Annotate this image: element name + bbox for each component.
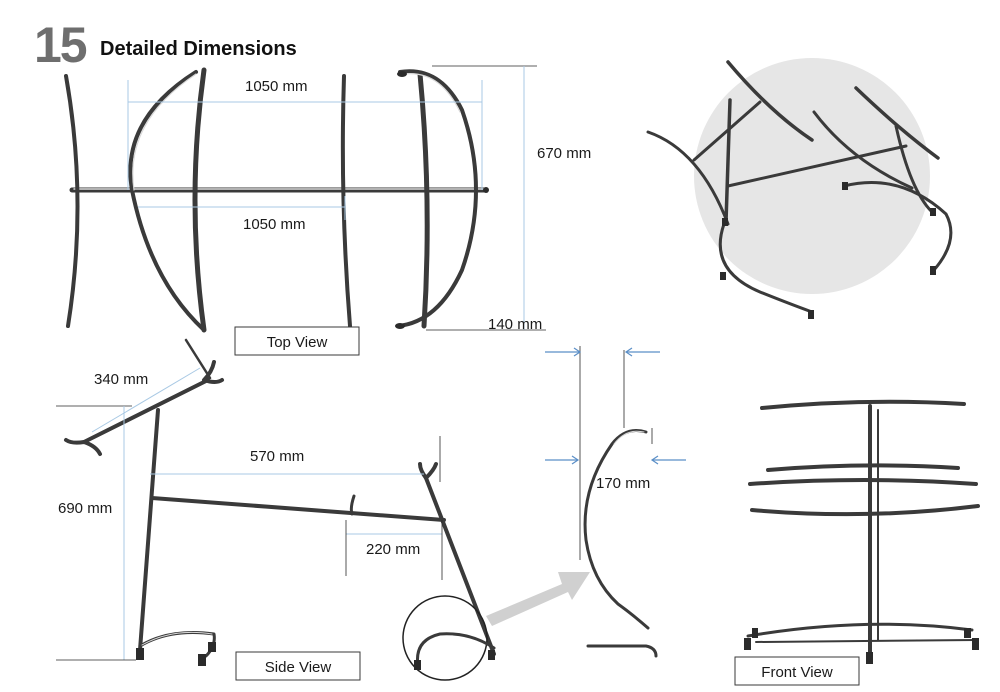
front-view-drawing [744,399,980,664]
front-view-label-box [734,656,860,686]
dim-upper-width-label: 1050 mm [245,78,308,95]
detail-circle [402,595,488,681]
top-view-dimensions [127,65,546,331]
page-number: 15 [34,17,87,73]
side-view-drawing [64,338,496,681]
dim-offset-label: 140 mm [488,316,542,333]
top-view-drawing [64,67,489,333]
dim-arm-label: 340 mm [94,371,148,388]
perspective-view-drawing [646,58,953,319]
perspective-background-circle [694,58,930,294]
dim-rear-label: 220 mm [366,541,420,558]
page-title: Detailed Dimensions [100,38,297,60]
dim-detail-depth-label: 170 mm [596,475,650,492]
front-view-label: Front View [761,664,833,681]
top-view-label-box [234,326,360,356]
dim-height-label: 690 mm [58,500,112,517]
dim-span-label: 570 mm [250,448,304,465]
detail-view-drawing [545,346,686,658]
detail-arrow-icon [486,572,590,626]
side-view-label-box [235,651,361,681]
top-view-label: Top View [267,334,328,351]
side-view-label: Side View [265,659,332,676]
dim-lower-width-label: 1050 mm [243,216,306,233]
side-view-dimensions [56,367,443,661]
dim-depth-label: 670 mm [537,145,591,162]
